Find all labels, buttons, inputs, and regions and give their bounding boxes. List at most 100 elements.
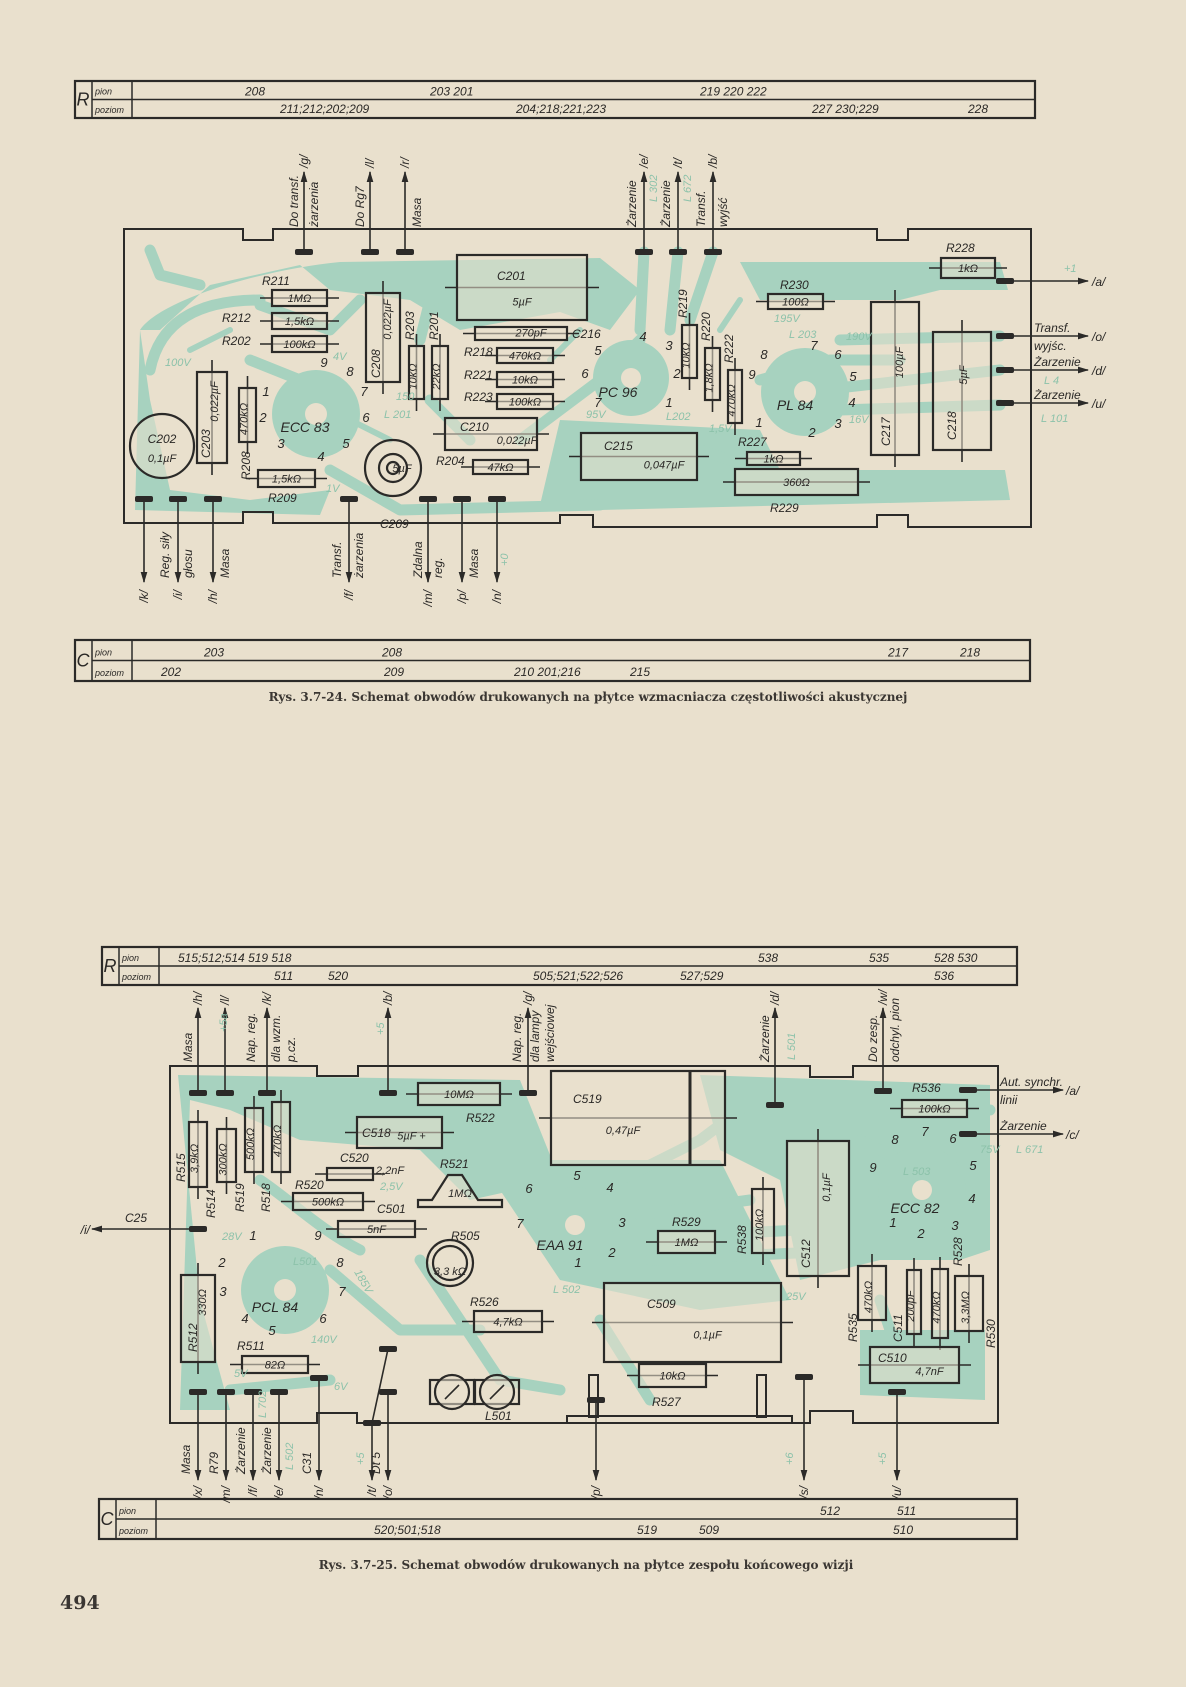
component-body xyxy=(471,458,530,476)
component-value: 3,3 kΩ xyxy=(434,1266,466,1278)
component-value: 22kΩ xyxy=(431,363,443,390)
component-value: 500kΩ xyxy=(312,1197,344,1209)
fig2-bottom-connector-p: /p/ xyxy=(587,1397,605,1500)
connector-id: /g/ xyxy=(521,990,535,1006)
component-ref: R229 xyxy=(770,501,799,515)
fig2-annotation: L 502 xyxy=(284,1443,296,1470)
connector-id: /d/ xyxy=(1091,364,1107,378)
connector-id: /l/ xyxy=(363,157,377,169)
fig2-annotation: 140V xyxy=(311,1334,338,1346)
connector-description: R79 xyxy=(207,1452,221,1474)
component-value: 100Ω xyxy=(782,297,809,309)
connector-description: Masa xyxy=(467,548,481,578)
solder-pad xyxy=(874,1088,892,1094)
fig2-bottom-connector-s: /s/ xyxy=(795,1374,813,1500)
fig2-top-connector-b: /b/ xyxy=(379,990,397,1096)
component-ref: C203 xyxy=(199,429,213,458)
fig1-annotation: L202 xyxy=(666,411,690,423)
solder-pad xyxy=(587,1397,605,1403)
connector-id: /e/ xyxy=(637,153,651,169)
component-body xyxy=(939,256,997,280)
connector-id: /t/ xyxy=(365,1484,379,1497)
component-ref: R535 xyxy=(846,1313,860,1342)
component-c518: 5µF +C518 xyxy=(345,1115,454,1150)
component-ref: R526 xyxy=(470,1295,499,1309)
connector-description: Transf. xyxy=(694,191,708,227)
connector-id: /u/ xyxy=(890,1484,904,1500)
fig1-annotation: L 302 xyxy=(648,175,660,202)
connector-id: /f/ xyxy=(342,588,356,601)
pin-number: 2 xyxy=(607,1245,616,1260)
component-value: 1,5kΩ xyxy=(272,474,301,486)
fig2-annotation: L 702 xyxy=(257,1391,269,1418)
ruler-poziom-entry: 211;212;202;209 xyxy=(279,102,370,116)
solder-pad xyxy=(996,400,1014,406)
component-value: 0,022µF xyxy=(497,435,539,447)
fig2-right-connector-c: /c/Żarzenie xyxy=(959,1119,1080,1142)
ruler-pion-entry: 535 xyxy=(869,951,889,965)
fig2-rail-post xyxy=(756,1374,767,1418)
label-l501: L501 xyxy=(485,1409,512,1423)
component-ref: R518 xyxy=(259,1183,273,1212)
component-value: 10MΩ xyxy=(444,1089,474,1101)
connector-description: Żarzenie xyxy=(625,180,639,228)
fig2-bottom-connector-u: /u/ xyxy=(888,1389,906,1500)
component-ref: R520 xyxy=(295,1178,324,1192)
component-ref: R538 xyxy=(735,1225,749,1254)
component-ref: R201 xyxy=(427,311,441,340)
component-r201: 22kΩ R201 xyxy=(427,311,450,411)
ruler-poziom-entry: 510 xyxy=(893,1523,913,1537)
fig2-rail-post xyxy=(588,1374,599,1418)
ruler-pion-entry: 512 xyxy=(820,1504,840,1518)
ruler-pion-entry: 538 xyxy=(758,951,778,965)
ruler-poziom-entry: 511 xyxy=(274,969,293,983)
component-value: 470kΩ xyxy=(272,1125,284,1157)
connector-description: Masa xyxy=(218,548,232,578)
connector-description: wyjśc. xyxy=(1034,339,1067,353)
component-value: 0,1µF xyxy=(693,1330,723,1342)
component-ref: C520 xyxy=(340,1151,369,1165)
component-body xyxy=(602,1281,783,1364)
component-ref: R521 xyxy=(440,1157,469,1171)
component-value: 1MΩ xyxy=(448,1188,472,1200)
component-ref: R222 xyxy=(722,334,736,363)
pin-number: 8 xyxy=(336,1255,344,1270)
component-ref: R514 xyxy=(204,1189,218,1218)
ruler-pion-entry: 218 xyxy=(959,646,980,660)
fig1-bottom-connector-f: /f/Transf.żarzenia xyxy=(330,496,366,601)
ruler-poziom-entry: 209 xyxy=(383,665,404,679)
connector-description: Do zesp. xyxy=(866,1015,880,1062)
connector-id: /h/ xyxy=(191,990,205,1006)
component-body xyxy=(869,300,921,457)
connector-id: /u/ xyxy=(1091,397,1107,411)
pin-number: 7 xyxy=(921,1124,929,1139)
pin-number: 3 xyxy=(834,416,842,431)
component-ref: R529 xyxy=(672,1215,701,1229)
component-value: 330Ω xyxy=(197,1289,209,1316)
solder-pad xyxy=(135,496,153,502)
pin-number: 5 xyxy=(268,1323,276,1338)
pin-number: 7 xyxy=(360,384,368,399)
fig1-bottom-connector-h: /h/Masa xyxy=(204,496,232,604)
connector-description: Masa xyxy=(179,1444,193,1474)
connector-description: Żarzenie xyxy=(758,1015,772,1063)
component-value: 2,2nF xyxy=(375,1165,405,1177)
component-body xyxy=(472,1309,544,1334)
solder-pad xyxy=(379,1389,397,1395)
pin-number: 3 xyxy=(618,1215,626,1230)
ruler-poziom-entry: 520 xyxy=(328,969,348,983)
solder-pad xyxy=(361,249,379,255)
fig1-annotation: 190V xyxy=(846,331,873,343)
component-body xyxy=(240,1354,310,1375)
fig1-bottom-connector-n: /n/ xyxy=(488,496,506,604)
connector-description: Żarzenie xyxy=(999,1119,1047,1133)
pin-number: 1 xyxy=(249,1228,256,1243)
component-body xyxy=(179,1273,217,1364)
fig1-top-connector-l: /l/Do Rg7 xyxy=(353,157,379,255)
fig1-annotation: L 201 xyxy=(384,409,411,421)
